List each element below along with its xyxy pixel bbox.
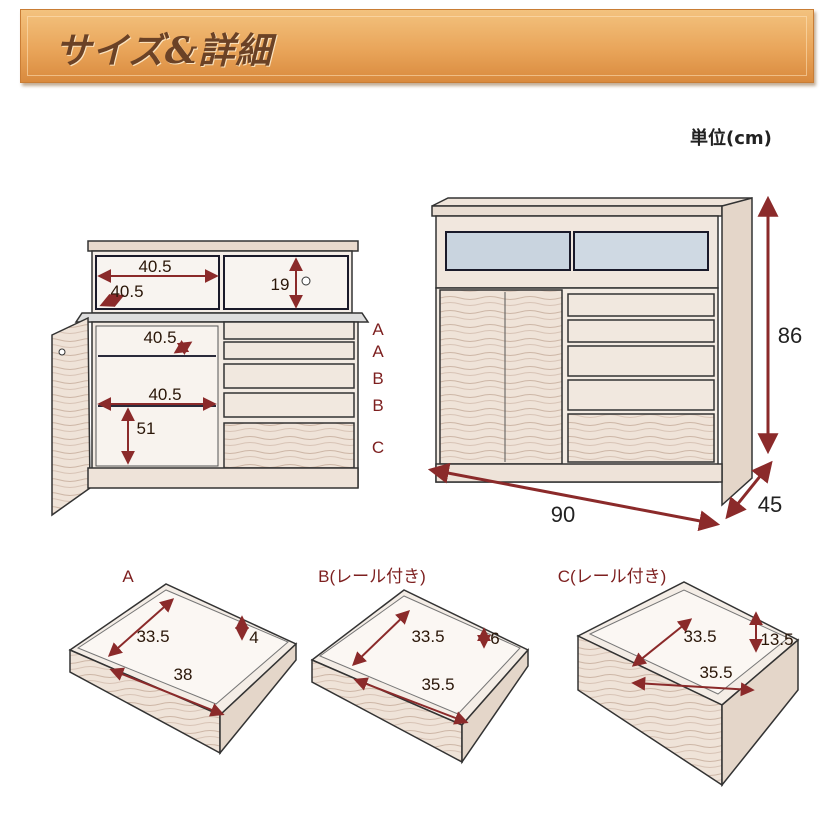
- drawer-b-side: [461, 648, 529, 765]
- drawer-letter: A: [372, 342, 384, 361]
- drawer-letter: C: [372, 438, 384, 457]
- shelf-width-label: 40.5: [148, 385, 181, 404]
- hutch-knob: [301, 276, 311, 286]
- open-cabinet-view: 40.5 40.5 19 40.5 40.5 51 A A B B C: [51, 240, 384, 517]
- depth-arrow: [725, 460, 773, 520]
- drawer-a2: [223, 341, 355, 360]
- drawer-c-depth-label: 33.5: [683, 627, 716, 646]
- unit-label: 単位(cm): [690, 128, 772, 149]
- closed-drawer: [567, 379, 715, 411]
- closed-top-edge: [431, 205, 723, 217]
- drawer-b-title: B(レール付き): [318, 567, 426, 586]
- drawer-c-width-label: 35.5: [699, 663, 732, 682]
- closed-drawer: [567, 319, 715, 343]
- drawer-a-width-label: 38: [174, 665, 193, 684]
- drawer-c-side: [721, 638, 799, 788]
- drawer-c-depth-arrow: [631, 618, 693, 667]
- drawer-c-height-label: 13.5: [760, 630, 793, 649]
- top-height-label: 19: [271, 275, 290, 294]
- drawer-b-width-arrow: [353, 677, 469, 725]
- width-label: 90: [551, 502, 575, 527]
- slide-shelf: [74, 312, 370, 323]
- drawer-c-title: C(レール付き): [558, 567, 667, 586]
- drawer-letter: A: [372, 320, 384, 339]
- closed-side-panel: [721, 197, 753, 507]
- drawer-a1: [223, 321, 355, 340]
- drawer-b-depth-arrow: [351, 610, 411, 666]
- drawer-b-height-label: 6: [490, 629, 499, 648]
- drawer-a-diagram: A 33.5 4 38: [68, 567, 298, 756]
- drawer-b-width-label: 35.5: [421, 675, 454, 694]
- open-door: [51, 316, 91, 517]
- drawer-a-side: [219, 642, 297, 756]
- closed-top-surface: [431, 197, 753, 207]
- drawer-letter: B: [372, 369, 383, 388]
- closed-drawer: [567, 345, 715, 377]
- plinth: [87, 467, 359, 489]
- glass-door-left: [445, 231, 571, 271]
- title-banner: サイズ&詳細: [20, 9, 814, 83]
- drawer-a-title: A: [122, 567, 134, 586]
- drawer-b-depth-label: 33.5: [411, 627, 444, 646]
- drawer-b-diagram: B(レール付き) 33.5 6 35.5: [310, 567, 530, 765]
- drawer-a-height-label: 4: [249, 628, 258, 647]
- closed-drawer: [567, 413, 715, 463]
- door-knob: [58, 348, 66, 356]
- drawer-a-depth-label: 33.5: [136, 627, 169, 646]
- height-label: 86: [778, 323, 802, 348]
- drawer-c-width-arrow: [631, 676, 755, 697]
- drawer-c: [223, 422, 355, 469]
- drawer-letter: B: [372, 396, 383, 415]
- closed-drawer: [567, 293, 715, 317]
- drawer-c-diagram: C(レール付き) 33.5 13.5 35.5: [558, 567, 800, 788]
- drawer-b1: [223, 363, 355, 389]
- closed-door: [439, 289, 563, 465]
- drawer-a-width-arrow: [109, 667, 225, 717]
- shelf-depth-arrow: [173, 340, 193, 355]
- page-title: サイズ&詳細: [55, 30, 273, 72]
- drawer-b2: [223, 392, 355, 418]
- top-depth-arrow: [99, 294, 125, 307]
- hutch-right-compartment: [223, 255, 349, 310]
- top-width-label: 40.5: [138, 257, 171, 276]
- cabinet-height-label: 51: [137, 419, 156, 438]
- shelf-depth-label: 40.5: [143, 328, 176, 347]
- banner-frame: [27, 16, 807, 76]
- glass-door-right: [573, 231, 709, 271]
- open-cabinet-interior: [95, 325, 219, 467]
- hutch-top-board: [87, 240, 359, 252]
- closed-cabinet-view: 86 90 45: [427, 195, 802, 532]
- drawer-a-depth-arrow: [107, 598, 175, 657]
- depth-label: 45: [758, 492, 782, 517]
- width-arrow: [427, 462, 721, 532]
- top-depth-label: 40.5: [110, 282, 143, 301]
